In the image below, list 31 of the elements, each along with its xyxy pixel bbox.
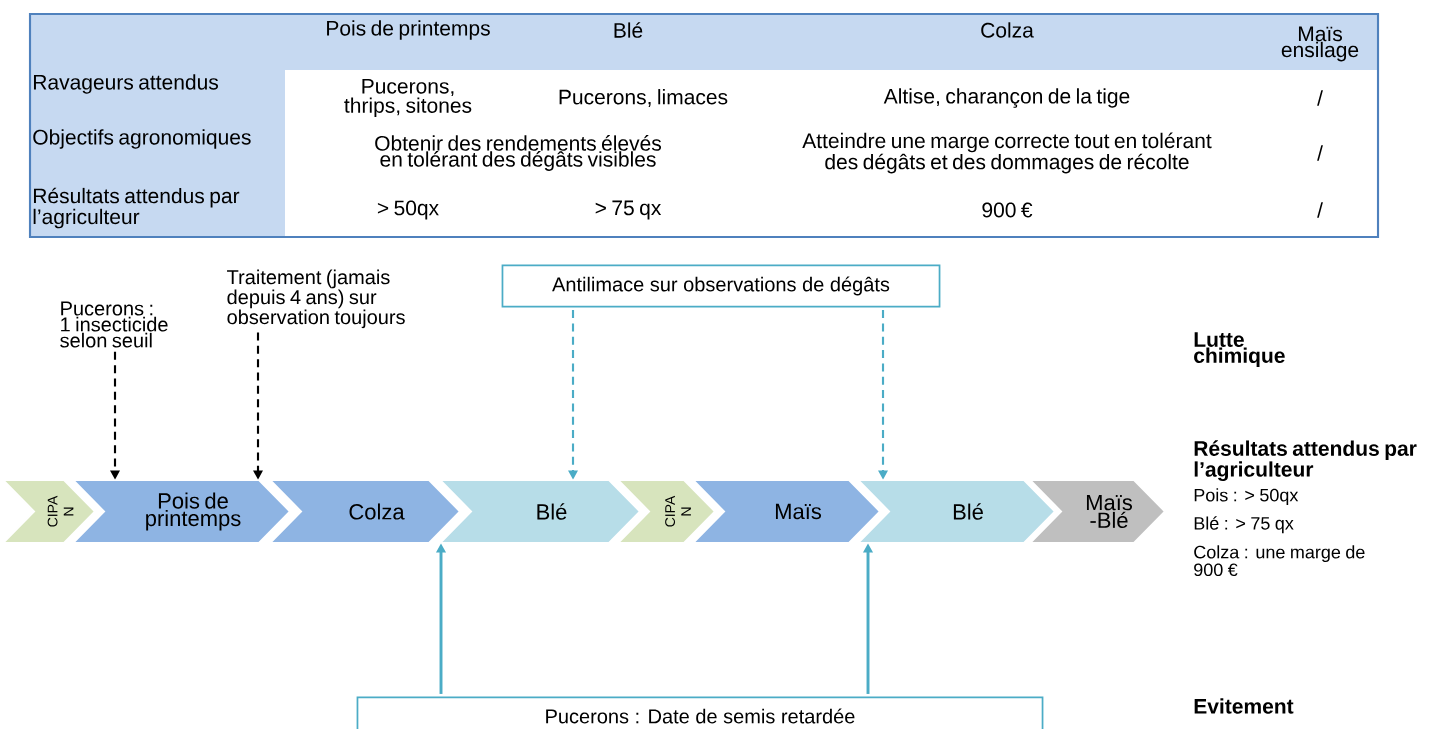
chevron-step: CIPA N	[0, 479, 97, 544]
table-cell: > 75 qx	[595, 200, 662, 220]
result-text: Pois : > 50qx	[1194, 488, 1299, 506]
table-cell: Ravageurs attendus	[34, 74, 219, 94]
table-cell: /	[1317, 145, 1323, 161]
table-cell: Pucerons, thrips, sitones	[344, 79, 472, 117]
table-cell: Altise, charançon de la tige	[883, 88, 1130, 108]
table-cell: Pucerons, limaces	[559, 89, 728, 107]
section-heading: Lutte chimique	[1194, 332, 1285, 368]
chevron-step: Colza	[267, 479, 462, 544]
annotation-text: Traitement (jamais depuis 4 ans) sur observation toujours	[227, 269, 405, 329]
table-cell: Blé	[614, 22, 643, 38]
note-box: Pucerons : Date de semis retardée	[356, 696, 1044, 729]
note-box: Antilimace sur observations de dégâts	[501, 264, 941, 308]
section-heading: Résultats attendus par l’agriculteur	[1194, 440, 1417, 482]
table-cell: /	[1317, 202, 1323, 218]
result-text: Colza : une marge de 900 €	[1194, 545, 1365, 577]
table-cell: Maïs ensilage	[1281, 26, 1359, 62]
section-heading: Evitement	[1194, 698, 1294, 714]
table-cell: Obtenir des rendements élevés en tolérant des dégâts visibles	[375, 135, 661, 171]
table-cell: Résultats attendus par l’agriculteur	[33, 187, 240, 229]
table-cell: > 50qx	[377, 200, 439, 220]
table-cell: /	[1317, 90, 1323, 106]
table-cell: 900 €	[982, 202, 1033, 218]
table-cell: Pois de printemps	[327, 20, 490, 40]
table-cell: Atteindre une marge correcte tout en tolérant des dégâts et des dommages de récolte	[802, 132, 1212, 174]
annotation-text: Pucerons : 1 insecticide selon seuil	[60, 301, 168, 348]
result-text: Blé : > 75 qx	[1194, 516, 1294, 534]
table-cell: Objectifs agronomiques	[33, 129, 251, 149]
table-cell: Colza	[981, 22, 1034, 38]
chevron-step: Blé	[437, 479, 642, 544]
